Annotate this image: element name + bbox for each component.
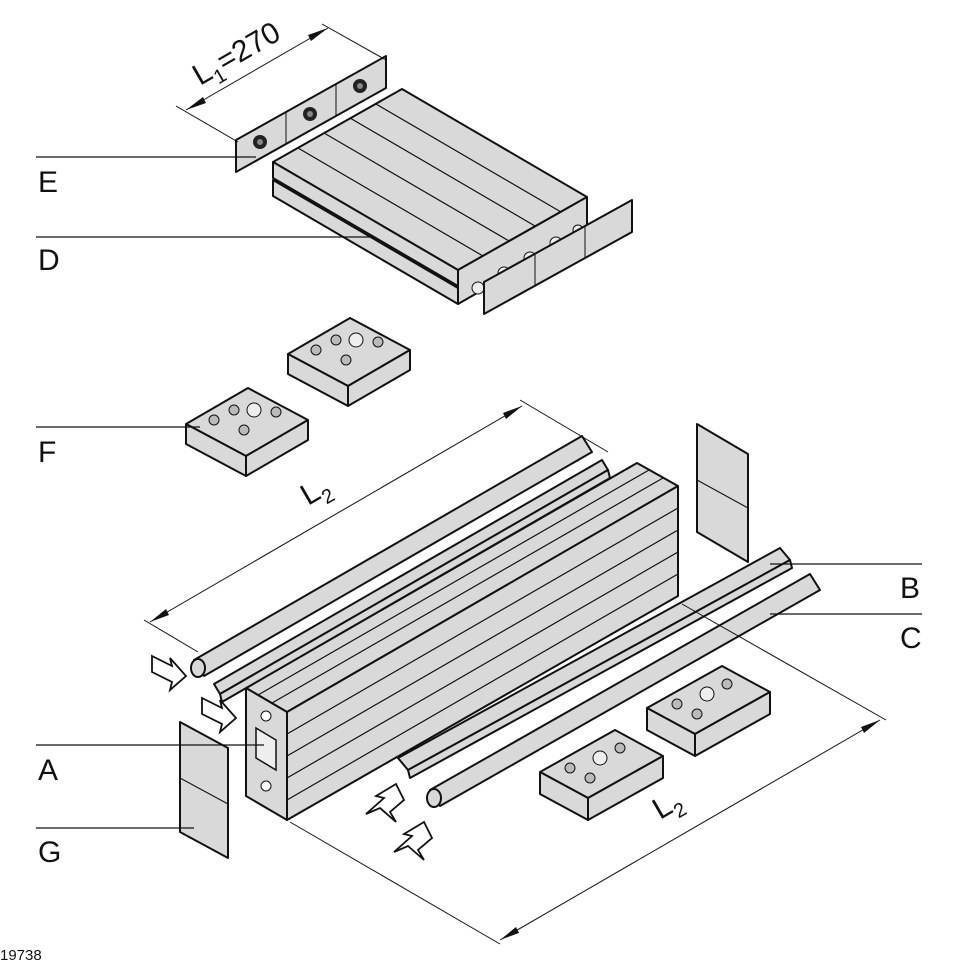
round-shaft-top bbox=[190, 435, 593, 678]
main-profile-a bbox=[245, 462, 679, 821]
insert-arrow-icon bbox=[151, 654, 434, 861]
end-cover-right-top bbox=[483, 199, 633, 315]
profile-plate-d bbox=[272, 88, 588, 305]
callout-f: F bbox=[36, 426, 200, 469]
l1-value: =270 bbox=[211, 16, 286, 78]
carriage-bottom-right bbox=[646, 665, 771, 757]
svg-text:L2: L2 bbox=[295, 470, 339, 518]
callout-letter-b: B bbox=[900, 572, 920, 605]
callout-letter-c: C bbox=[900, 622, 922, 655]
guide-rail-b bbox=[397, 547, 793, 779]
callout-c: C bbox=[770, 613, 922, 655]
callout-letter-g: G bbox=[38, 836, 61, 869]
carriage-f-left bbox=[185, 387, 309, 477]
callout-letter-f: F bbox=[38, 436, 56, 469]
callout-letter-e: E bbox=[38, 166, 58, 199]
callout-d: D bbox=[36, 236, 370, 277]
callout-b: B bbox=[770, 563, 922, 605]
svg-text:L1=270: L1=270 bbox=[187, 16, 289, 97]
carriage-bottom-left bbox=[539, 729, 664, 821]
carriage-f-right bbox=[287, 317, 411, 407]
end-plate-e bbox=[235, 55, 387, 173]
end-cover-g bbox=[179, 721, 229, 859]
end-cover-right bbox=[696, 423, 749, 563]
fastener-icon bbox=[253, 79, 367, 149]
callout-letter-d: D bbox=[38, 244, 60, 277]
guide-rail-top bbox=[213, 459, 611, 703]
svg-text:L2: L2 bbox=[647, 784, 691, 832]
round-shaft-c bbox=[426, 573, 821, 808]
callout-a: A bbox=[36, 744, 264, 787]
figure-number: 19738 bbox=[0, 947, 42, 964]
callout-g: G bbox=[36, 827, 194, 869]
callout-e: E bbox=[36, 156, 256, 199]
callout-letter-a: A bbox=[38, 754, 58, 787]
